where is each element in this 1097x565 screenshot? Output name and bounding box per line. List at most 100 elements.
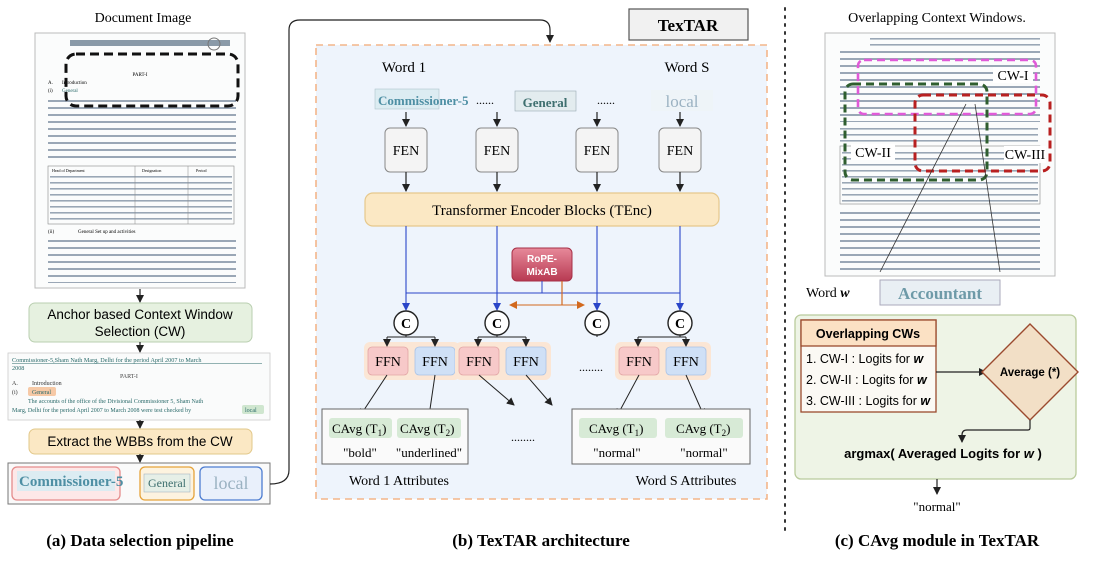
attr-underlined: "underlined" (396, 445, 462, 460)
concat-node-label-2: C (492, 317, 502, 332)
cavg-t1-wordS: CAvg (T1) (589, 421, 643, 438)
mid-dots-ffn: ........ (579, 360, 603, 374)
ffn-label-a-2: FFN (466, 355, 492, 370)
extract-wbb-step-label: Extract the WBBs from the CW (47, 434, 233, 449)
panel-a-heading: Document Image (95, 11, 192, 26)
strip-word-1: Commissioner-5 (19, 474, 123, 490)
crop-body1: The accounts of the office of the Divisi… (28, 398, 203, 405)
doc-sub-ii-title: General Set up and activities (78, 230, 136, 235)
word-image-3: local (651, 90, 713, 111)
document-image: PART-I A. Introduction (i) General Head … (34, 32, 246, 289)
crop-body2: Marg, Delhi for the period April 2007 to… (12, 407, 191, 414)
rope-label-1: RoPE- (527, 254, 557, 265)
extract-wbb-step-box: Extract the WBBs from the CW (28, 428, 253, 455)
architecture-flow: C C C C FFN FFN FFN FFN FFN FFN........ (359, 226, 711, 417)
concat-node-label-1: C (401, 317, 411, 332)
cw3-label: CW-III (1005, 148, 1046, 163)
crop-line1: Commissioner-5,Sham Nath Marg, Delhi for… (12, 357, 202, 364)
target-word: Word w Accountant (806, 279, 1001, 306)
ffn-label-b-3: FFN (673, 355, 699, 370)
doc-table-head-mid: Designation (142, 168, 161, 173)
word-image-accountant: Accountant (898, 284, 982, 303)
fen-label-1: FEN (393, 144, 419, 159)
ffn-label-b-2: FFN (513, 355, 539, 370)
tenc-label: Transformer Encoder Blocks (TEnc) (432, 203, 652, 219)
crop-i-label: (i) (12, 389, 18, 396)
word-image-2-text: General (523, 95, 568, 110)
textar-title-box: TexTAR (628, 8, 749, 41)
transformer-encoder-block: Transformer Encoder Blocks (TEnc) (364, 192, 720, 227)
cavg-module: Overlapping CWs 1. CW-I : Logits for w 2… (794, 314, 1079, 480)
doc-general: General (62, 89, 78, 94)
overlap-document-image: CW-I CW-II CW-III (824, 32, 1056, 277)
concat-node-label-3: C (592, 317, 602, 332)
ffn2b-down (525, 374, 553, 406)
crop-line2: 2008 (12, 365, 24, 372)
textar-title: TexTAR (658, 16, 719, 35)
doc-part-label: PART-I (133, 73, 148, 78)
word1-output-group: CAvg (T1) CAvg (T2) "bold" "underlined" (321, 408, 469, 465)
cropped-context-window: Commissioner-5,Sham Nath Marg, Delhi for… (7, 352, 271, 421)
word-image-1-text: Commissioner-5 (378, 93, 469, 108)
wordS-attributes-label: Word S Attributes (636, 474, 737, 489)
fen-label-3: FEN (584, 144, 610, 159)
dots-2: ...... (597, 93, 615, 107)
panel-a-caption: (a) Data selection pipeline (46, 531, 234, 550)
word-image-3-text: local (665, 92, 698, 111)
orange-arrow-to-c3 (561, 281, 585, 309)
word-image-1: Commissioner-5 (374, 88, 469, 110)
fen-blocks: FEN FEN FEN FEN (384, 112, 702, 192)
doc-context-window-highlight (64, 52, 240, 108)
argmax-label: argmax( Averaged Logits for w ) (844, 446, 1042, 461)
doc-table-head-left: Head of Department (52, 168, 86, 173)
strip-word-2: General (148, 476, 187, 490)
cavg-row-1: 1. CW-I : Logits for w (806, 352, 924, 366)
cavg-row-3: 3. CW-III : Logits for w (806, 394, 931, 408)
crop-a-label: A. (12, 381, 18, 387)
ffn-attr1-1 (367, 346, 409, 376)
ffn-label-a-3: FFN (626, 355, 652, 370)
panel-c-heading: Overlapping Context Windows. (848, 11, 1026, 26)
connector-strip-to-textar (269, 19, 554, 485)
doc-table-head-right: Period (196, 168, 206, 173)
panel-c-caption: (c) CAvg module in TexTAR (835, 531, 1040, 550)
doc-intro: Introduction (62, 81, 87, 86)
word1-attributes-label: Word 1 Attributes (349, 474, 449, 489)
ffn-label-b-1: FFN (422, 355, 448, 370)
word-bbox-strip: Commissioner-5 General local (7, 462, 271, 505)
attr-bold: "bold" (343, 445, 377, 460)
fen-label-4: FEN (667, 144, 693, 159)
cw2-label: CW-II (855, 146, 891, 161)
overlapping-cws-title: Overlapping CWs (816, 327, 920, 341)
rope-label-2: MixAB (526, 267, 557, 278)
attr-normal-2: "normal" (680, 445, 727, 460)
crop-part: PART-I (120, 374, 138, 380)
strip-word-3: local (214, 473, 249, 493)
crop-local: local (245, 408, 257, 414)
attr-normal-1: "normal" (593, 445, 640, 460)
panel-b-caption: (b) TexTAR architecture (452, 531, 630, 550)
rope-to-c-line-4 (541, 281, 681, 300)
doc-i-label: (i) (48, 89, 53, 94)
fen-label-2: FEN (484, 144, 510, 159)
concat-node-label-4: C (675, 317, 685, 332)
wordS-label: Word S (664, 60, 709, 76)
final-output-normal: "normal" (913, 499, 960, 514)
word-label: Word w (806, 286, 850, 301)
cavg-row-2: 2. CW-II : Logits for w (806, 373, 928, 387)
doc-sub-ii: (ii) (48, 230, 54, 235)
word1-label: Word 1 (382, 60, 426, 76)
mid-dots-outputs: ........ (511, 430, 535, 444)
cavg-t2-word1: CAvg (T2) (400, 421, 454, 438)
cavg-t1-word1: CAvg (T1) (332, 421, 386, 438)
word-image-2: General (514, 90, 577, 112)
cw1-label: CW-I (997, 69, 1028, 84)
ffn-label-a-1: FFN (375, 355, 401, 370)
doc-a-label: A. (48, 81, 53, 86)
rope-mixab-block: RoPE- MixAB (511, 247, 573, 282)
wordS-output-group: CAvg (T1) CAvg (T2) "normal" "normal" (571, 408, 751, 465)
cavg-t2-wordS: CAvg (T2) (676, 421, 730, 438)
